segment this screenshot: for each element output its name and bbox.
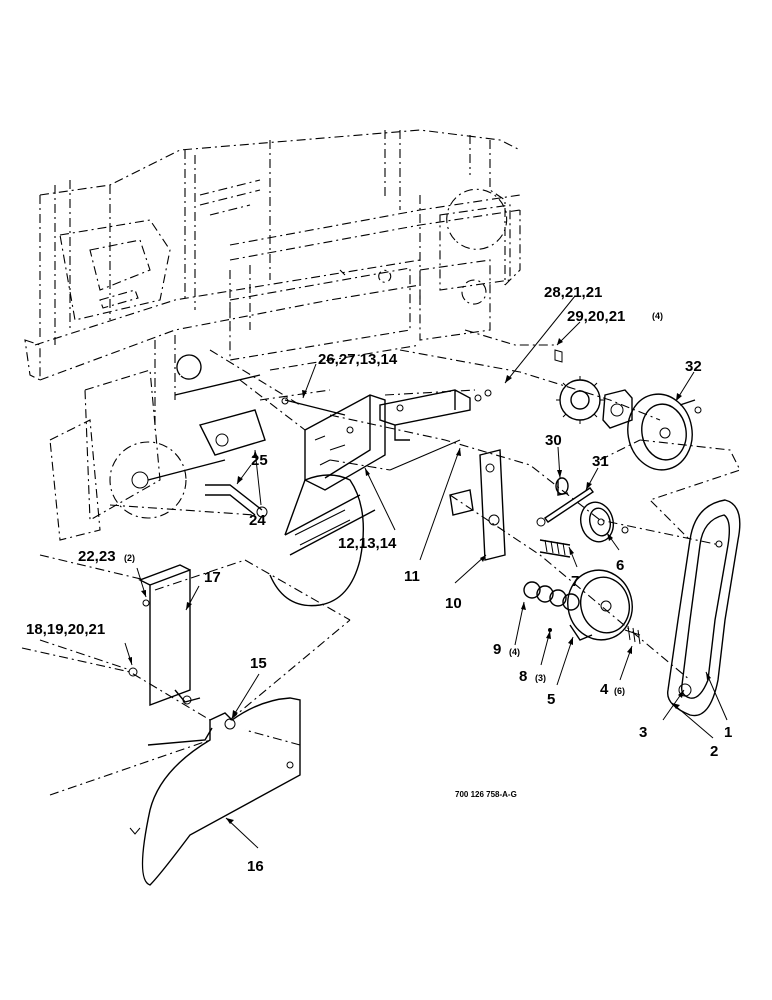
part-5-pulley — [548, 569, 633, 641]
callout-17: 17 — [204, 569, 221, 586]
callout-32: 32 — [685, 358, 702, 375]
part-6-pulley — [580, 501, 629, 543]
callout-16: 16 — [247, 858, 264, 875]
callout-8-qty: (3) — [535, 673, 546, 683]
callout-3: 3 — [639, 724, 647, 741]
part-31-arm — [536, 487, 595, 527]
part-29-sprocket — [554, 349, 633, 429]
part-10-plate — [449, 449, 506, 561]
callout-9-qty: (4) — [509, 647, 520, 657]
part-28-hardware — [474, 389, 492, 402]
callout-28: 28,21,21 — [544, 284, 602, 301]
part-25-shaft — [205, 484, 268, 518]
callout-12: 12,13,14 — [338, 535, 397, 552]
part-16-shield — [129, 697, 301, 886]
callout-18: 18,19,20,21 — [26, 621, 105, 638]
part-1-belt — [666, 499, 741, 717]
callout-labels: 28,21,21 29,20,21 (4) 26,27,13,14 32 30 … — [26, 284, 732, 875]
callout-4-qty: (6) — [614, 686, 625, 696]
callout-24: 24 — [249, 512, 266, 529]
callout-22: 22,23 — [78, 548, 116, 565]
callout-30: 30 — [545, 432, 562, 449]
callout-29: 29,20,21 — [567, 308, 625, 325]
part-17-guard — [128, 564, 201, 707]
part-4-washers — [624, 625, 641, 645]
callout-5: 5 — [547, 691, 555, 708]
saw-blade — [109, 354, 266, 519]
centre-lines — [21, 329, 741, 796]
callout-4: 4 — [600, 681, 609, 698]
callout-1: 1 — [724, 724, 732, 741]
callout-10: 10 — [445, 595, 462, 612]
drawing-number: 700 126 758-A-G — [455, 790, 517, 799]
callout-8: 8 — [519, 668, 527, 685]
callout-2: 2 — [710, 743, 718, 760]
part-32-pulley — [627, 393, 702, 471]
callout-25: 25 — [251, 452, 268, 469]
callout-29-qty: (4) — [652, 311, 663, 321]
callout-7: 7 — [571, 573, 579, 590]
callout-31: 31 — [592, 453, 609, 470]
machine-frame — [24, 129, 521, 541]
callout-9: 9 — [493, 641, 501, 658]
callout-15: 15 — [250, 655, 267, 672]
callout-6: 6 — [616, 557, 624, 574]
part-12-chain — [269, 474, 376, 607]
part-30-bushing — [555, 477, 569, 496]
callout-22-qty: (2) — [124, 553, 135, 563]
part-7-spring — [539, 539, 571, 558]
leader-lines — [124, 295, 728, 849]
part-9-washers — [523, 581, 580, 611]
part-11-arm — [379, 389, 471, 471]
callout-11: 11 — [404, 568, 420, 585]
callout-26: 26,27,13,14 — [318, 351, 398, 368]
